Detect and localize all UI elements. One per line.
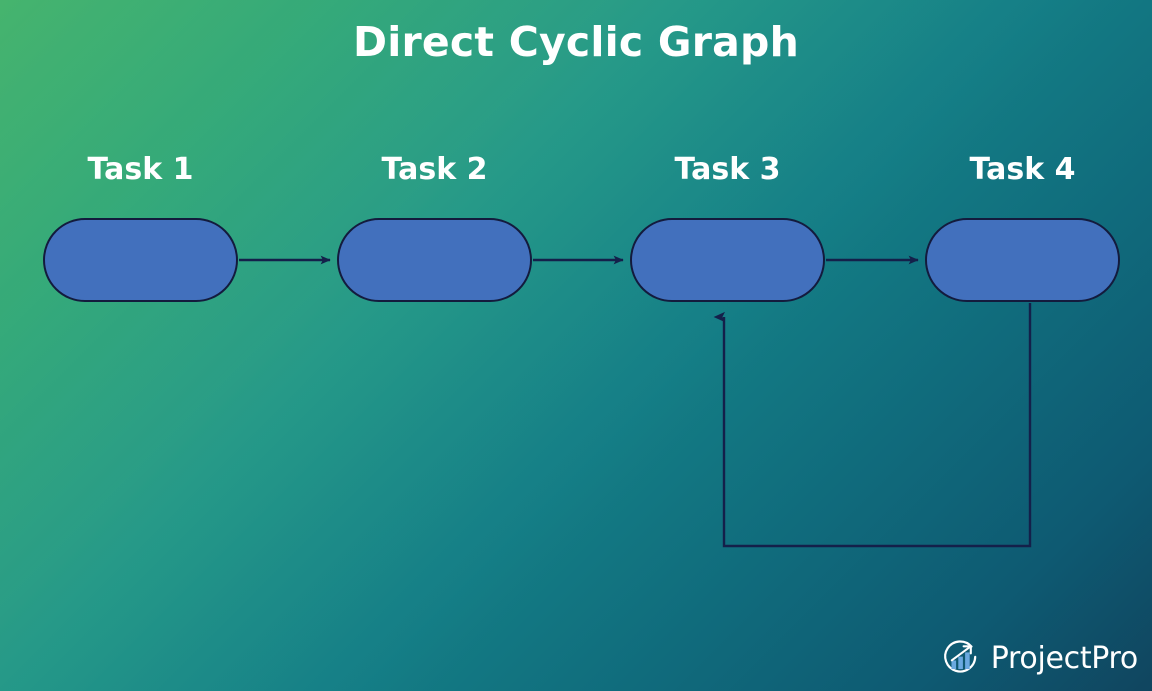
node-label-task-4: Task 4	[969, 152, 1076, 187]
node-task-2[interactable]	[337, 218, 532, 302]
projectpro-chart-icon	[943, 640, 977, 673]
brand-logo[interactable]: ProjectPro	[940, 637, 1138, 679]
edge-task-4-to-task-3-feedback	[713, 303, 1032, 548]
node-task-1[interactable]	[43, 218, 238, 302]
node-task-3[interactable]	[630, 218, 825, 302]
node-task-4[interactable]	[925, 218, 1120, 302]
brand-name: ProjectPro	[990, 640, 1139, 676]
node-label-task-2: Task 2	[381, 152, 488, 187]
node-label-task-1: Task 1	[87, 152, 194, 187]
node-label-task-3: Task 3	[674, 152, 781, 187]
page-title: Direct Cyclic Graph	[353, 18, 799, 66]
